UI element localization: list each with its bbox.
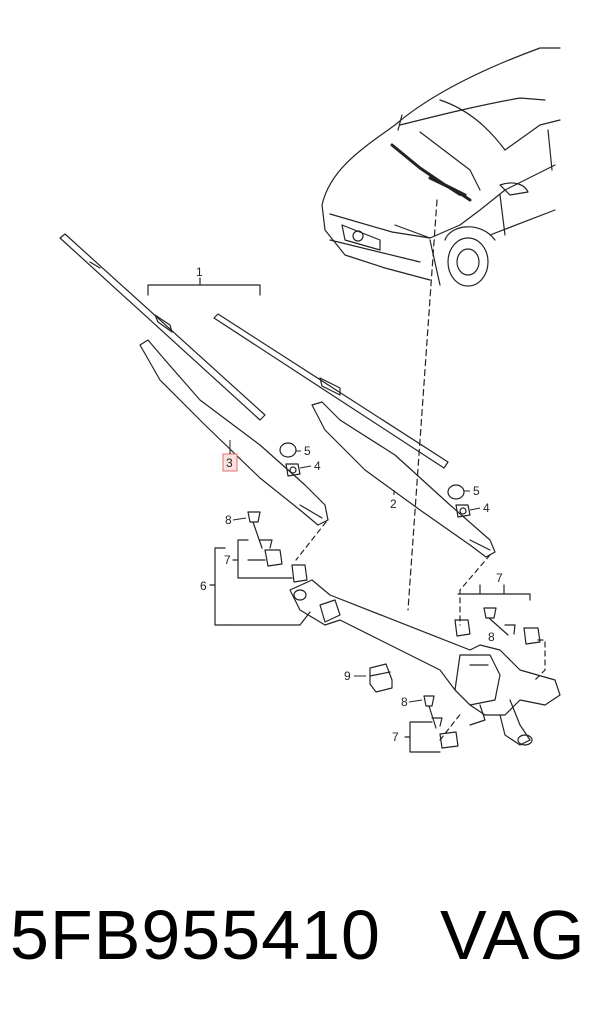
cap-5-left <box>279 442 297 458</box>
grommet-9 <box>369 663 393 693</box>
callout-7-left: 7 <box>224 553 231 567</box>
wiper-linkage <box>289 579 561 746</box>
bracket-6 <box>209 547 226 626</box>
left-wiper-blade <box>59 233 266 421</box>
callout-8-right: 8 <box>488 630 495 644</box>
bushing-7-right-b <box>523 627 541 645</box>
bolt-8-left <box>247 511 273 549</box>
callout-5-right: 5 <box>473 484 480 498</box>
footer: 5FB955410 VAG <box>0 885 600 995</box>
callout-9: 9 <box>344 669 351 683</box>
car-illustration <box>321 47 561 287</box>
callout-5-left: 5 <box>304 444 311 458</box>
callout-7-bottom: 7 <box>392 730 399 744</box>
right-wiper-arm <box>311 401 496 558</box>
callout-3: 3 <box>226 456 233 470</box>
callout-2: 2 <box>390 497 397 511</box>
nut-4-left <box>285 463 301 477</box>
bracket-1 <box>147 277 261 296</box>
callout-8-left: 8 <box>225 513 232 527</box>
callout-4-right: 4 <box>483 501 490 515</box>
cap-5-right <box>447 484 465 500</box>
callout-6: 6 <box>200 579 207 593</box>
part-number: 5FB955410 <box>10 896 381 974</box>
bushing-7-right-a <box>454 619 471 637</box>
bracket-6-arm <box>224 611 311 626</box>
wiper-assembly-diagram: 1 2 3 4 4 5 5 6 7 7 7 8 8 8 9 <box>59 47 561 753</box>
bracket-7-left <box>232 539 249 579</box>
callout-4-left: 4 <box>314 459 321 473</box>
bolt-8-right <box>483 607 516 636</box>
bolt-8-bottom <box>423 695 443 729</box>
callout-7-right: 7 <box>496 571 503 585</box>
callout-8-bottom: 8 <box>401 695 408 709</box>
bracket-7-bottom <box>404 721 419 753</box>
right-wiper-blade <box>213 313 449 469</box>
bracket-7-right <box>457 584 531 601</box>
bushing-7-bottom <box>439 731 459 749</box>
bushing-7-left <box>264 549 308 583</box>
leader-line <box>407 199 438 611</box>
left-wiper-arm <box>139 339 329 526</box>
callout-1: 1 <box>196 265 203 279</box>
brand-label: VAG <box>440 896 586 974</box>
nut-4-right <box>455 504 471 518</box>
